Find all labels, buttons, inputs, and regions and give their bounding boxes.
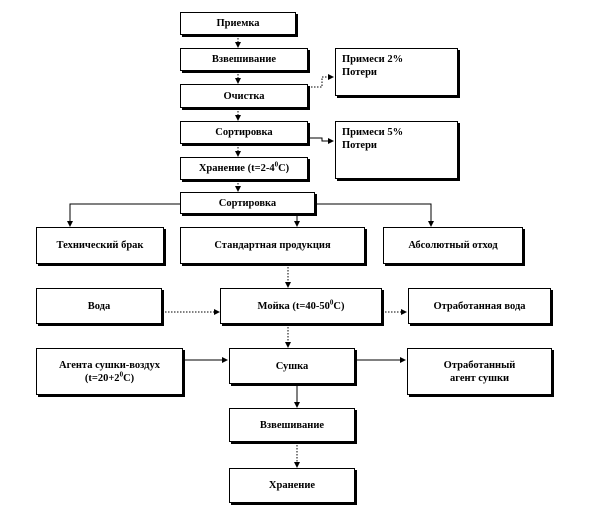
node-tekh-brak: Технический брак <box>36 227 164 264</box>
arrow-sortirovka-primesi <box>308 137 334 144</box>
node-primesi-2: Примеси 2% Потери <box>335 48 458 96</box>
node-moika: Мойка (t=40-500С) <box>220 288 382 324</box>
node-label-line1: Отработанный <box>443 359 516 371</box>
node-sortirovka-2: Сортировка <box>180 192 315 214</box>
node-agent-out: Отработанный агент сушки <box>407 348 552 395</box>
node-label: Вода <box>87 300 111 312</box>
node-absolyut-otkhod: Абсолютный отход <box>383 227 523 264</box>
node-label: Сушка <box>275 360 309 372</box>
node-primesi-5: Примеси 5% Потери <box>335 121 458 179</box>
node-otrab-voda: Отработанная вода <box>408 288 551 324</box>
node-label: Взвешивание <box>211 54 277 65</box>
node-khranenie-1: Хранение (t=2-40С) <box>180 157 308 180</box>
node-label: Приемка <box>216 18 260 29</box>
node-sushka: Сушка <box>229 348 355 384</box>
node-standart: Стандартная продукция <box>180 227 365 264</box>
node-label-line2: агент сушки <box>449 372 510 384</box>
node-vzveshivanie: Взвешивание <box>180 48 308 71</box>
node-khranenie-2: Хранение <box>229 468 355 503</box>
node-label-line1: Примеси 5% <box>342 127 404 138</box>
node-label-line2: Потери <box>342 67 377 78</box>
node-label-line1: Агента сушки-воздух <box>58 359 160 371</box>
node-label: Отработанная вода <box>433 300 526 312</box>
node-label: Хранение <box>268 480 316 491</box>
node-label: Мойка (t=40-500С) <box>257 298 345 312</box>
node-label: Сортировка <box>218 197 277 209</box>
node-label: Взвешивание <box>259 419 325 431</box>
node-voda: Вода <box>36 288 162 324</box>
node-label: Сортировка <box>215 127 273 138</box>
node-label-line2: Потери <box>342 140 377 151</box>
arrow-vzveshivanie-primesi <box>308 74 334 88</box>
node-label-line1: Примеси 2% <box>342 54 404 65</box>
node-sortirovka-1: Сортировка <box>180 121 308 144</box>
node-label: Хранение (t=2-40С) <box>198 160 290 174</box>
node-label: Абсолютный отход <box>408 240 498 251</box>
node-priemka: Приемка <box>180 12 296 35</box>
node-label: Стандартная продукция <box>214 240 331 251</box>
node-label: Очистка <box>223 90 265 102</box>
arrow-sortirovka-brak <box>67 203 180 227</box>
node-ochistka: Очистка <box>180 84 308 108</box>
node-label: Технический брак <box>56 240 144 251</box>
arrow-sortirovka-otkhod <box>315 203 434 227</box>
node-vzveshivanie-2: Взвешивание <box>229 408 355 442</box>
node-label-line2: (t=20+20С) <box>84 370 135 384</box>
node-agent-in: Агента сушки-воздух (t=20+20С) <box>36 348 183 395</box>
